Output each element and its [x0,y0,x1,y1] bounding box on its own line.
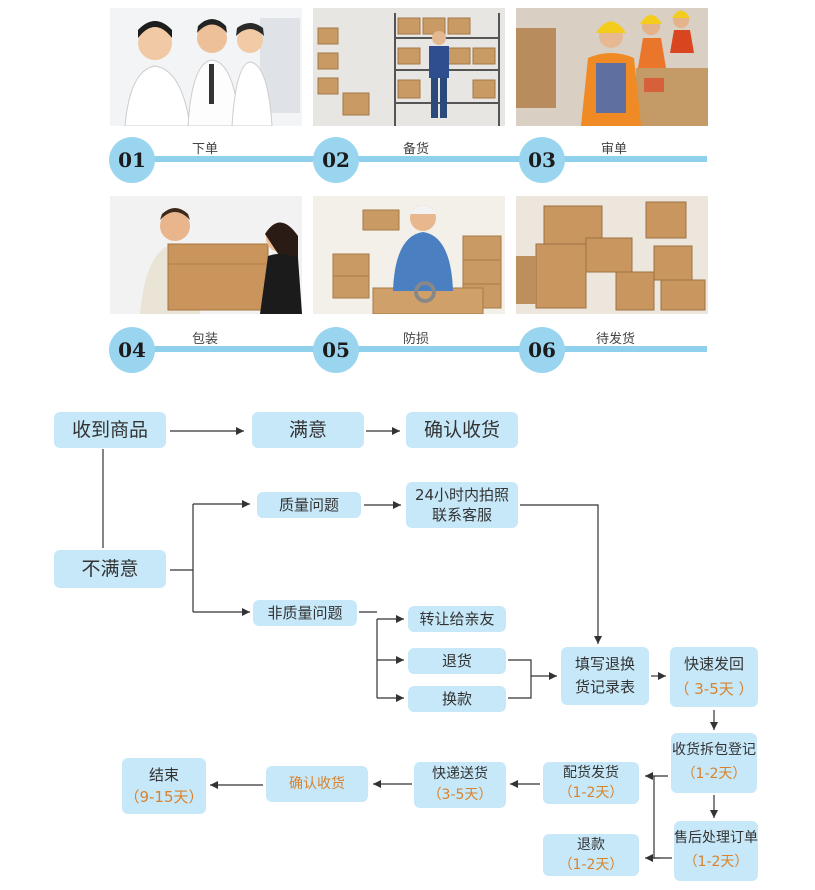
box-distribute-ship-time: （1-2天） [558,785,624,801]
box-receive-register: 收货拆包登记 （1-2天） [671,733,757,793]
box-transfer-friends: 转让给亲友 [408,606,506,632]
step-label-05: 防损 [403,332,430,347]
step-label-01: 下单 [192,142,219,157]
step-circle-05: 05 [313,327,359,373]
step-bar-row-1 [110,156,707,162]
box-end-label: 结束 [148,765,179,784]
box-express-return-time: （ 3-5天 ） [674,680,754,698]
photo-damage-protection [313,196,505,314]
box-after-sale-order: 售后处理订单 （1-2天） [674,821,758,881]
box-unsatisfied: 不满意 [54,550,166,588]
box-photo-contact-service: 24小时内拍照 联系客服 [406,482,518,528]
box-refund: 退款 （1-2天） [543,834,639,876]
box-transfer-friends-label: 转让给亲友 [419,609,495,628]
box-confirm-receipt-bottom: 确认收货 [266,766,368,802]
box-return-goods: 退货 [408,648,506,674]
step-bar-row-2 [110,346,707,352]
step-circle-04: 04 [109,327,155,373]
box-end: 结束 （9-15天） [122,758,206,814]
box-non-quality-issue: 非质量问题 [253,600,357,626]
box-unsatisfied-label: 不满意 [81,557,139,580]
box-received-goods-label: 收到商品 [71,418,148,441]
box-express-return-label: 快速发回 [683,654,744,673]
box-received-goods: 收到商品 [54,412,166,448]
box-refund-time: （1-2天） [558,857,624,873]
photo-customer-service [110,8,302,126]
box-quality-issue: 质量问题 [257,492,361,518]
box-after-sale-order-label: 售后处理订单 [674,830,758,847]
step-label-03: 审单 [601,142,628,157]
step-label-06: 待发货 [596,332,636,347]
box-quality-issue-label: 质量问题 [278,495,339,514]
box-fill-line-1: 填写退换 [574,654,635,673]
box-satisfied-label: 满意 [288,418,327,441]
step-circle-02: 02 [313,137,359,183]
box-fill-return-form: 填写退换 货记录表 [561,647,649,705]
box-fill-line-2: 货记录表 [574,678,635,696]
box-refund-label: 退款 [577,836,605,853]
box-distribute-ship: 配货发货 （1-2天） [543,762,639,804]
photo-warehouse-stocking [313,8,505,126]
box-receive-register-time: （1-2天） [681,766,747,782]
box-exchange-label: 换款 [441,689,472,708]
box-confirm-receipt-bottom-label: 确认收货 [289,775,345,792]
box-express-delivery-label: 快递送货 [432,766,488,782]
box-return-goods-label: 退货 [441,651,472,670]
step-circle-01: 01 [109,137,155,183]
photo-workers-order-review [516,8,708,126]
step-label-02: 备货 [403,142,430,157]
box-exchange: 换款 [408,686,506,712]
step-label-04: 包装 [192,332,219,347]
box-satisfied: 满意 [252,412,364,448]
box-receive-register-label: 收货拆包登记 [672,742,756,759]
box-after-sale-order-time: （1-2天） [683,854,749,870]
step-circle-03: 03 [519,137,565,183]
box-confirm-receipt-top: 确认收货 [406,412,518,448]
box-distribute-ship-label: 配货发货 [563,764,619,781]
box-end-time: （9-15天） [124,788,204,806]
box-express-delivery: 快递送货 （3-5天） [414,762,506,808]
photo-packing-box [110,196,302,314]
box-express-delivery-time: （3-5天） [427,787,493,803]
box-photo-line-2: 联系客服 [431,506,492,524]
box-confirm-receipt-top-label: 确认收货 [423,418,500,441]
photo-boxes-ready [516,196,708,314]
box-non-quality-issue-label: 非质量问题 [267,603,343,622]
box-express-return: 快速发回 （ 3-5天 ） [670,647,758,707]
box-photo-line-1: 24小时内拍照 [414,485,510,504]
step-circle-06: 06 [519,327,565,373]
